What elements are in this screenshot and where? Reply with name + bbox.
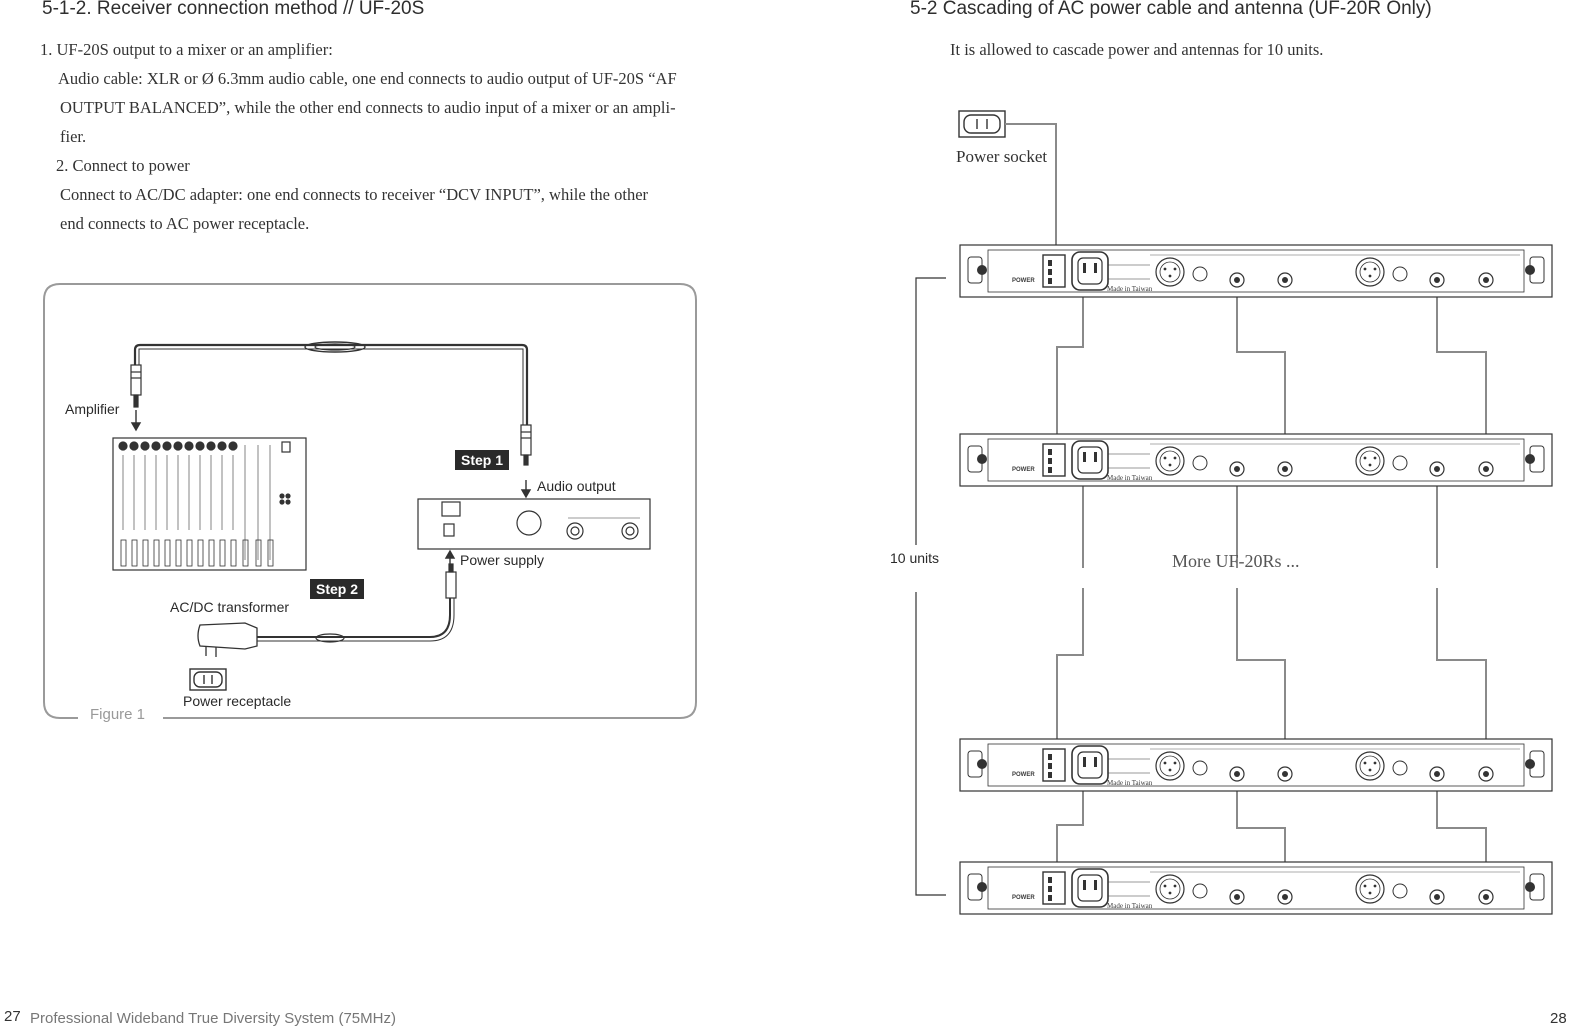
power-cable (256, 598, 455, 643)
transformer-label: AC/DC transformer (170, 599, 290, 615)
units-bracket (915, 277, 946, 896)
rack-1-made-in: Made in Taiwan (1107, 285, 1153, 293)
body-line-5: 2. Connect to power (56, 156, 190, 175)
power-supply-label: Power supply (460, 552, 545, 568)
rack-1-power-label: POWER (1012, 278, 1035, 284)
amplifier-label: Amplifier (65, 401, 120, 417)
receiver-unit (417, 498, 651, 550)
body-line-7: end connects to AC power receptacle. (60, 214, 310, 233)
body-line-6: Connect to AC/DC adapter: one end connec… (60, 185, 649, 204)
body-line-2: Audio cable: XLR or Ø 6.3mm audio cable,… (58, 69, 677, 88)
rack-unit-2 (959, 433, 1553, 487)
rack-2-made-in: Made in Taiwan (1107, 474, 1153, 482)
left-heading: 5-1-2. Receiver connection method // UF-… (42, 0, 425, 19)
arrow-to-audio-output (520, 480, 532, 499)
right-intro: It is allowed to cascade power and anten… (950, 40, 1324, 59)
more-units-label: More UF-20Rs ... (1172, 551, 1300, 571)
rack-3-made-in: Made in Taiwan (1107, 779, 1153, 787)
rack-3-power-label: POWER (1012, 772, 1035, 778)
cascade-cables (1005, 123, 1487, 880)
body-line-4: fier. (60, 127, 87, 146)
arrow-to-mixer (130, 410, 142, 432)
audio-cable (133, 341, 529, 425)
rack-2-power-label: POWER (1012, 467, 1035, 473)
page-number-left: 27 (4, 1008, 21, 1025)
power-receptacle-icon (189, 668, 227, 691)
amplifier-jack-plug (130, 364, 142, 408)
step-2-badge: Step 2 (310, 579, 365, 599)
step-1-badge: Step 1 (455, 450, 510, 470)
transformer-unit (197, 622, 258, 657)
page-number-right: 28 (1550, 1010, 1567, 1027)
receiver-jack-plug (520, 424, 532, 466)
receptacle-label: Power receptacle (183, 693, 292, 709)
footer-title: Professional Wideband True Diversity Sys… (30, 1010, 396, 1027)
mixer (112, 437, 307, 571)
rack-4-power-label: POWER (1012, 895, 1035, 901)
power-plug (445, 563, 457, 599)
units-label: 10 units (890, 550, 940, 566)
rack-4-made-in: Made in Taiwan (1107, 902, 1153, 910)
rack-unit-1 (959, 244, 1553, 298)
right-heading: 5-2 Cascading of AC power cable and ante… (910, 0, 1432, 19)
body-line-3: OUTPUT BALANCED”, while the other end co… (60, 98, 676, 117)
rack-unit-4 (959, 861, 1553, 915)
figure-frame (43, 283, 697, 719)
figure-caption: Figure 1 (90, 706, 146, 723)
body-line-1: 1. UF-20S output to a mixer or an amplif… (40, 40, 333, 59)
rack-unit-3 (959, 738, 1553, 792)
audio-output-label: Audio output (537, 478, 616, 494)
power-socket-label: Power socket (956, 147, 1048, 166)
